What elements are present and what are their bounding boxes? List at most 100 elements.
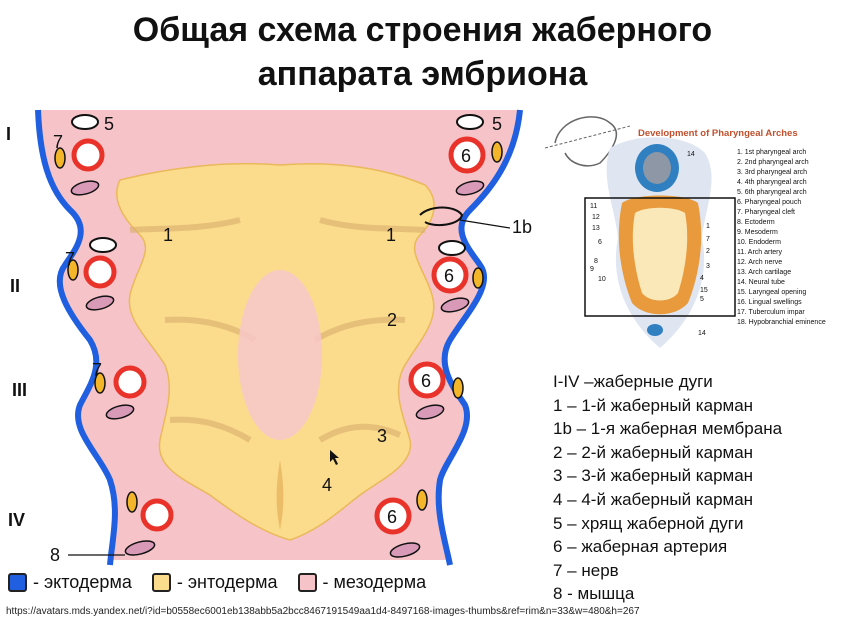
arch-label-3: III bbox=[12, 380, 27, 400]
legend-item: 2 – 2-й жаберный карман bbox=[553, 442, 754, 462]
label-5-right: 5 bbox=[492, 114, 502, 134]
title-line-1: Общая схема строения жаберного bbox=[132, 11, 713, 49]
inset-callout-15: 15 bbox=[700, 287, 708, 294]
legend-list: I-IV –жаберные дуги 1 – 1-й жаберный кар… bbox=[553, 370, 782, 606]
label-6-right-4: 6 bbox=[387, 507, 397, 527]
title-line-2: аппарата эмбриона bbox=[257, 55, 588, 93]
membrane-1b-leader bbox=[459, 219, 511, 229]
nerve-7-right-1 bbox=[491, 141, 503, 163]
inset-callout-5: 5 bbox=[700, 296, 704, 303]
inset-item: 10. Endoderm bbox=[737, 239, 781, 246]
muscle-8-left-4 bbox=[124, 540, 156, 556]
legend-item: I-IV –жаберные дуги bbox=[553, 372, 713, 391]
mesoderm-label: - мезодерма bbox=[322, 572, 427, 592]
pouch-3-left bbox=[169, 416, 252, 443]
muscle-8-right-1 bbox=[455, 180, 485, 196]
inset-neural-tube-inner bbox=[643, 152, 671, 184]
right-structures bbox=[374, 114, 503, 558]
artery-6-right-4 bbox=[374, 497, 412, 535]
label-7-left-1: 7 bbox=[53, 132, 63, 152]
inset-frame bbox=[584, 197, 736, 317]
legend-item: 5 – хрящ жаберной дуги bbox=[553, 513, 744, 533]
page-title: Общая схема строения жаберного аппарата … bbox=[0, 8, 845, 96]
muscle-8-right-4 bbox=[389, 542, 421, 558]
inset-item: 9. Mesoderm bbox=[737, 229, 778, 236]
arch-label-4: IV bbox=[8, 510, 25, 530]
inset-pharyngeal-arches: Development of Pharyngeal Arches 14 11 1… bbox=[544, 116, 826, 348]
inset-callout-8: 8 bbox=[594, 258, 598, 265]
inset-item: 5. 6th pharyngeal arch bbox=[737, 189, 807, 196]
nerve-7-left-3 bbox=[94, 372, 106, 394]
muscle-8-right-3 bbox=[415, 404, 445, 420]
pouch-1-right bbox=[319, 217, 426, 233]
label-6-right-3: 6 bbox=[421, 371, 431, 391]
artery-6-right-1 bbox=[448, 136, 486, 174]
pouch-3-right bbox=[318, 423, 402, 443]
nerve-7-right-4 bbox=[416, 489, 428, 511]
artery-6-left-3 bbox=[113, 365, 147, 399]
tissue-legend-endoderm: - энтодерма bbox=[151, 572, 278, 593]
tissue-legend-mesoderm: - мезодерма bbox=[297, 572, 427, 593]
inset-item: 3. 3rd pharyngeal arch bbox=[737, 169, 807, 176]
cursor-arrow-icon bbox=[330, 450, 339, 465]
inset-item: 17. Tuberculum impar bbox=[737, 309, 805, 316]
nerve-7-left-1 bbox=[54, 147, 66, 169]
label-pouch-2: 2 bbox=[387, 310, 397, 330]
left-structures bbox=[54, 114, 174, 556]
artery-6-left-2 bbox=[83, 255, 117, 289]
ectoderm-left bbox=[35, 109, 118, 566]
muscle-8-left-1 bbox=[70, 180, 100, 196]
label-pouch-1-right: 1 bbox=[386, 225, 396, 245]
inset-callout-11: 11 bbox=[590, 203, 597, 210]
legend-item: 8 - мышца bbox=[553, 584, 635, 604]
label-pouch-1-left: 1 bbox=[163, 225, 173, 245]
gill-apparatus-diagram: I II III IV 5 5 7 7 7 6 6 6 6 8 1 1 1b 2… bbox=[6, 109, 532, 566]
inset-item: 2. 2nd pharyngeal arch bbox=[737, 159, 809, 166]
inset-callout-10: 10 bbox=[598, 276, 606, 283]
legend-item: 1 – 1-й жаберный карман bbox=[553, 395, 754, 415]
label-7-left-2: 7 bbox=[65, 249, 75, 269]
arch-label-1: I bbox=[6, 124, 11, 144]
label-6-right-1: 6 bbox=[461, 146, 471, 166]
endoderm-label: - энтодерма bbox=[176, 572, 278, 592]
label-1b: 1b bbox=[512, 217, 532, 237]
label-pouch-3: 3 bbox=[377, 426, 387, 446]
inset-item: 13. Arch cartilage bbox=[737, 269, 791, 276]
muscle-8-left-2 bbox=[85, 295, 115, 311]
endoderm-swatch bbox=[151, 573, 171, 592]
legend-item: 1b – 1-я жаберная мембрана bbox=[553, 419, 783, 439]
inset-item: 1. 1st pharyngeal arch bbox=[737, 149, 806, 156]
nerve-7-right-3 bbox=[452, 377, 464, 399]
inset-callout-14-bottom: 14 bbox=[698, 330, 706, 337]
nerve-7-left-4 bbox=[126, 491, 138, 513]
label-8: 8 bbox=[50, 545, 60, 565]
artery-6-right-3 bbox=[408, 361, 446, 399]
tissue-legend: - эктодерма - энтодерма - мезодерма bbox=[8, 572, 446, 593]
artery-6-left-1 bbox=[71, 138, 105, 172]
inset-callout-4: 4 bbox=[700, 275, 704, 282]
inset-item: 12. Arch nerve bbox=[737, 259, 782, 266]
inset-item: 6. Pharyngeal pouch bbox=[737, 199, 801, 206]
source-url: https://avatars.mds.yandex.net/i?id=b055… bbox=[6, 606, 640, 617]
inset-callout-6: 6 bbox=[598, 239, 602, 246]
inset-item: 14. Neural tube bbox=[737, 279, 785, 286]
inset-item: 16. Lingual swellings bbox=[737, 299, 802, 306]
legend-item: 4 – 4-й жаберный карман bbox=[553, 489, 754, 509]
pouch-2-right bbox=[313, 316, 406, 343]
label-6-right-2: 6 bbox=[444, 266, 454, 286]
inset-legend: 1. 1st pharyngeal arch 2. 2nd pharyngeal… bbox=[737, 149, 826, 326]
inset-callout-9: 9 bbox=[590, 266, 594, 273]
embryo-sketch bbox=[554, 116, 617, 167]
inset-item: 11. Arch artery bbox=[737, 249, 783, 256]
legend-item: 3 – 3-й жаберный карман bbox=[553, 466, 754, 486]
muscle-8-left-3 bbox=[105, 404, 135, 420]
cartilage-5-right bbox=[456, 114, 484, 130]
inset-item: 7. Pharyngeal cleft bbox=[737, 209, 795, 216]
arch-label-2: II bbox=[10, 276, 20, 296]
inset-title: Development of Pharyngeal Arches bbox=[638, 128, 798, 139]
inset-callout-3: 3 bbox=[706, 263, 710, 270]
nerve-7-right-2 bbox=[472, 267, 484, 289]
muscle-8-right-2 bbox=[440, 297, 470, 313]
central-oval bbox=[238, 270, 322, 440]
ectoderm-label: - эктодерма bbox=[33, 572, 132, 592]
